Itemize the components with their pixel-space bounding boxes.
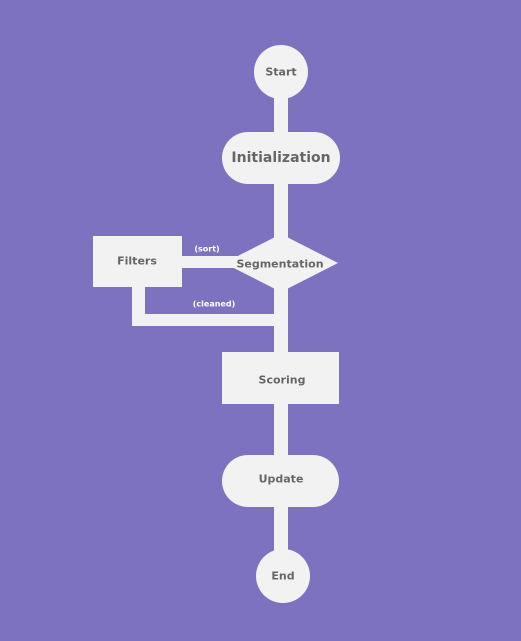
start-node-shape	[254, 45, 308, 99]
scoring-node: Scoring	[222, 352, 339, 404]
filters-node-shape	[93, 236, 182, 287]
start-node: Start	[254, 45, 308, 99]
filters-node-label: Filters	[117, 255, 157, 268]
scoring-node-shape	[222, 352, 339, 404]
segmentation-node: Segmentation	[224, 234, 338, 292]
segmentation-to-filters-connector	[182, 256, 242, 268]
update-node-shape	[222, 455, 339, 507]
update-node: Update	[222, 455, 339, 507]
segmentation-node-label: Segmentation	[236, 258, 323, 271]
filters-node: Filters	[93, 236, 182, 287]
end-node-shape	[256, 549, 310, 603]
end-node: End	[256, 549, 310, 603]
connectors	[132, 95, 288, 555]
sort-edge-label: (sort)	[194, 245, 219, 254]
scoring-node-label: Scoring	[259, 374, 306, 387]
start-node-label: Start	[265, 66, 296, 79]
filters-return-connector	[132, 314, 282, 326]
cleaned-edge-label: (cleaned)	[193, 300, 235, 309]
initialization-node-shape	[222, 132, 340, 184]
segmentation-decision-shape	[224, 234, 338, 292]
update-node-label: Update	[259, 473, 304, 486]
initialization-node-label: Initialization	[231, 150, 330, 166]
initialization-node: Initialization	[222, 132, 340, 184]
end-node-label: End	[271, 570, 294, 583]
